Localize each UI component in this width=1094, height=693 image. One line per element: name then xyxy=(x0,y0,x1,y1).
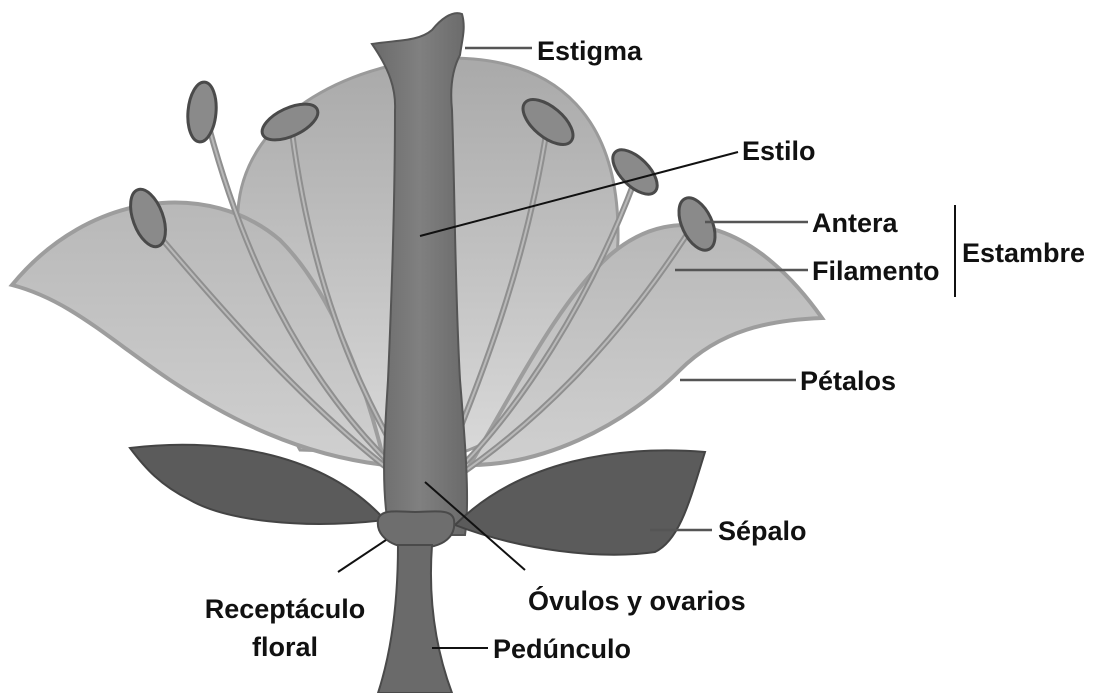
right-sepal xyxy=(455,450,705,554)
label-pedunculo: Pedúnculo xyxy=(493,634,631,664)
label-sepalo: Sépalo xyxy=(718,516,807,546)
label-estambre: Estambre xyxy=(962,238,1085,268)
label-receptaculo-line1: Receptáculo xyxy=(205,594,366,624)
label-petalos: Pétalos xyxy=(800,366,896,396)
label-receptaculo-line2: floral xyxy=(252,632,318,662)
label-estigma: Estigma xyxy=(537,36,643,66)
floral-receptacle xyxy=(378,511,454,548)
label-filamento: Filamento xyxy=(812,256,940,286)
receptaculo-leader xyxy=(338,540,386,572)
label-antera: Antera xyxy=(812,208,899,238)
label-ovulos: Óvulos y ovarios xyxy=(528,585,746,616)
label-estilo: Estilo xyxy=(742,136,816,166)
peduncle xyxy=(378,545,452,693)
